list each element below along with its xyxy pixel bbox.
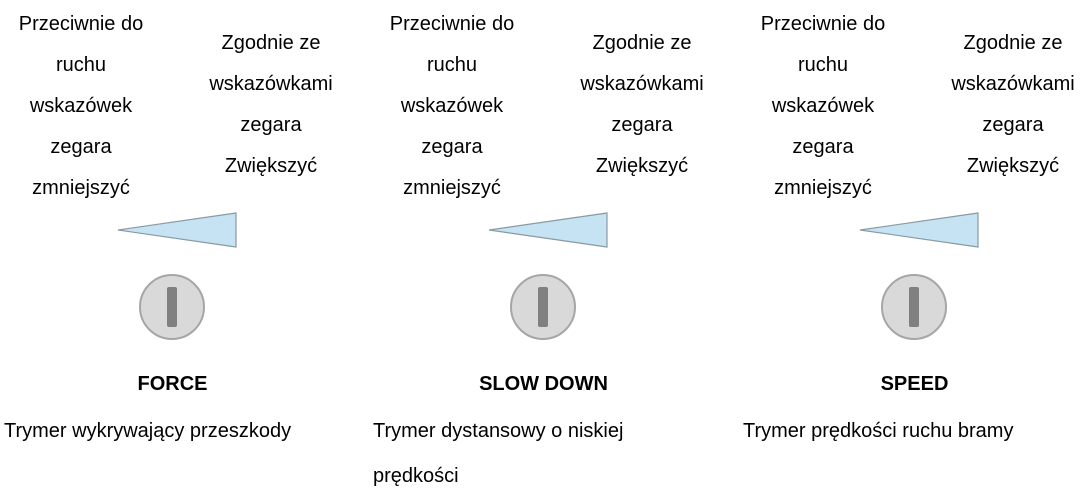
trimmer-panel-speed: Przeciwnie do ruchu wskazówek zegara zmn… <box>742 0 1089 484</box>
trimmer-panel-force: Przeciwnie do ruchu wskazówek zegara zmn… <box>0 0 370 484</box>
trimmer-title: FORCE <box>137 373 208 395</box>
counterclockwise-label: Przeciwnie do ruchu wskazówek zegara zmn… <box>18 13 144 199</box>
trimmer-knob-icon[interactable] <box>879 272 949 342</box>
clockwise-label: Zgodnie ze wskazówkami zegara Zwiększyć <box>580 32 704 177</box>
adjustment-wedge-icon <box>859 212 979 248</box>
trimmer-panel-slow-down: Przeciwnie do ruchu wskazówek zegara zmn… <box>371 0 741 487</box>
counterclockwise-label: Przeciwnie do ruchu wskazówek zegara zmn… <box>389 13 515 199</box>
trimmer-description: Trymer wykrywający przeszkody <box>4 420 292 442</box>
trimmer-knob-icon[interactable] <box>137 272 207 342</box>
clockwise-label: Zgodnie ze wskazówkami zegara Zwiększyć <box>209 32 333 177</box>
clockwise-label: Zgodnie ze wskazówkami zegara Zwiększyć <box>951 32 1075 177</box>
counterclockwise-label: Przeciwnie do ruchu wskazówek zegara zmn… <box>760 13 886 199</box>
trimmer-description: Trymer dystansowy o niskiej prędkości <box>373 420 624 487</box>
adjustment-wedge-icon <box>488 212 608 248</box>
trimmer-knob-icon[interactable] <box>508 272 578 342</box>
trimmer-title: SLOW DOWN <box>479 373 608 395</box>
adjustment-wedge-icon <box>117 212 237 248</box>
trimmer-description: Trymer prędkości ruchu bramy <box>743 420 1014 442</box>
trimmer-title: SPEED <box>880 373 949 395</box>
